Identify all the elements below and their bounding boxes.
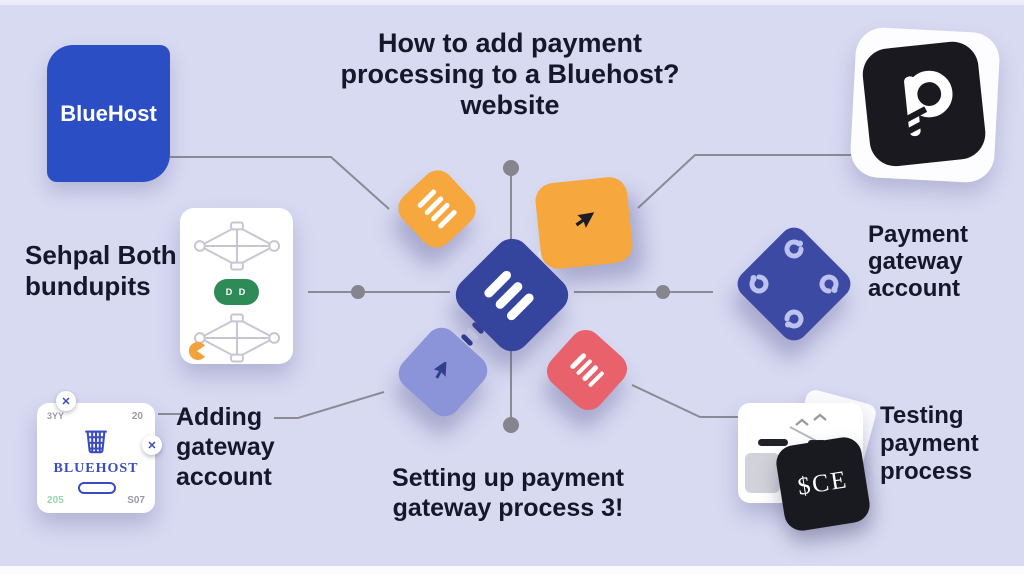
- circular-arrow-icon: [784, 309, 804, 329]
- p-logo-icon: [860, 39, 988, 169]
- circular-arrow-icon: [749, 274, 769, 294]
- shopping-basket-icon: [85, 430, 107, 454]
- title-line-3: website: [460, 90, 560, 120]
- label-pg-line-1: Payment: [868, 221, 969, 248]
- bluehost-logo-text: BlueHost: [60, 100, 157, 126]
- order-card-code-bottom-left: 205: [47, 495, 64, 506]
- title-line-1: How to add payment: [377, 28, 642, 58]
- order-card-code-top-right: 20: [131, 411, 143, 422]
- circular-arrow-icon: [819, 274, 839, 294]
- label-tp-line-1: Testing: [880, 402, 964, 429]
- label-left: Sehpal Both bundupits: [25, 240, 177, 302]
- bottom-edge-strip: [0, 566, 1024, 574]
- label-pg-line-2: gateway: [868, 248, 963, 275]
- node-diagram-icon: [193, 313, 281, 363]
- setup-steps-card: D D: [180, 208, 293, 364]
- bluehost-logo: BlueHost: [47, 45, 170, 182]
- status-badge-text: D D: [225, 287, 248, 297]
- label-left-line-1: Sehpal Both: [25, 240, 177, 270]
- label-pg-line-3: account: [868, 275, 961, 302]
- circular-arrow-icon: [784, 239, 804, 259]
- p-logo-tile: [849, 26, 1001, 184]
- x-mark-glyph: ✕: [61, 395, 71, 408]
- label-payment-gateway: Payment gateway account: [868, 221, 968, 302]
- order-card-brand: BLUEHOST: [53, 461, 139, 476]
- price-tag-text: $CE: [795, 466, 850, 501]
- label-tp-line-3: process: [880, 458, 973, 485]
- price-tag-card: $CE: [773, 434, 873, 534]
- bottom-caption-line-2: gateway process 3!: [392, 494, 624, 522]
- chevron-marks-icon: [795, 413, 827, 426]
- page-title: How to add payment processing to a Blueh…: [330, 28, 690, 121]
- bottom-caption-line-1: Setting up payment: [392, 464, 624, 492]
- card-dash: [758, 439, 788, 446]
- order-card-code-top-left: 3YY: [47, 411, 65, 421]
- card-gray-block: [745, 453, 780, 493]
- mouse-pointer-icon: [575, 212, 595, 228]
- pie-wedge-icon: [188, 342, 205, 360]
- title-line-2: processing to a Bluehost?: [340, 59, 680, 89]
- order-card: 3YY 20 BLUEHOST 205 S07 ✕ ✕: [37, 391, 162, 513]
- label-ag-line-2: gateway: [176, 433, 275, 461]
- label-ag-line-1: Adding: [176, 403, 263, 431]
- node-diagram-icon: [193, 221, 281, 271]
- label-testing-payment: Testing payment process: [880, 402, 979, 486]
- pill-outline: [78, 482, 116, 494]
- x-mark-glyph: ✕: [147, 439, 157, 452]
- label-ag-line-3: account: [176, 463, 272, 491]
- bottom-caption: Setting up payment gateway process 3!: [348, 463, 668, 523]
- status-badge: D D: [214, 279, 259, 305]
- top-edge-strip: [0, 0, 1024, 5]
- mouse-pointer-icon: [433, 362, 447, 379]
- label-tp-line-2: payment: [880, 430, 979, 457]
- order-card-code-bottom-right: S07: [127, 495, 145, 506]
- x-mark-icon: ✕: [56, 391, 76, 411]
- x-mark-icon: ✕: [142, 435, 162, 455]
- label-left-line-2: bundupits: [25, 271, 151, 301]
- label-adding-gateway: Adding gateway account: [176, 402, 275, 492]
